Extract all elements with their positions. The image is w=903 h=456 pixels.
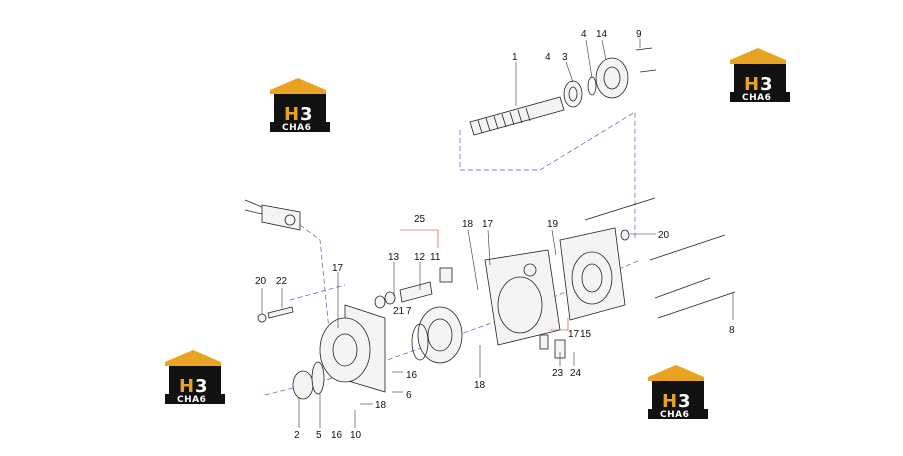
svg-text:H: H bbox=[662, 391, 677, 412]
electrical-connector bbox=[244, 199, 301, 231]
callout-number: 19 bbox=[547, 219, 559, 230]
callout-number: 7 bbox=[406, 306, 412, 317]
callout-number: 14 bbox=[596, 29, 608, 40]
cover-flange bbox=[595, 57, 629, 99]
callout-number: 1 bbox=[512, 52, 518, 63]
callout-number: 17 bbox=[568, 329, 580, 340]
leader-line bbox=[585, 39, 593, 79]
callout-number: 23 bbox=[552, 368, 564, 379]
screw bbox=[639, 69, 657, 73]
callout-number: 20 bbox=[255, 276, 267, 287]
leader-bracket bbox=[400, 229, 439, 248]
bearing bbox=[563, 80, 583, 108]
callout-number: 13 bbox=[388, 252, 400, 263]
callout-number: 20 bbox=[658, 230, 670, 241]
rear-end-flange bbox=[559, 227, 626, 321]
svg-text:CHA6: CHA6 bbox=[742, 93, 771, 103]
cover-flange-bore bbox=[603, 66, 621, 90]
callout-number: 3 bbox=[562, 52, 568, 63]
leader-line bbox=[551, 229, 557, 256]
callout-number: 11 bbox=[430, 252, 441, 263]
callout-number: 17 bbox=[332, 263, 344, 274]
callout-number: 4 bbox=[545, 52, 551, 63]
tie-bolts bbox=[584, 197, 736, 319]
callout-number: 16 bbox=[331, 430, 343, 441]
assembly-guide-line bbox=[299, 224, 331, 341]
callout-number: 21 bbox=[393, 306, 405, 317]
svg-text:H: H bbox=[179, 376, 194, 397]
main-housing bbox=[484, 249, 561, 346]
callout-number: 24 bbox=[570, 368, 582, 379]
callout-number: 16 bbox=[406, 370, 418, 381]
callout-number: 8 bbox=[729, 325, 735, 336]
input-shaft bbox=[292, 361, 325, 400]
callout-number: 6 bbox=[406, 390, 412, 401]
leader-bracket bbox=[550, 318, 569, 331]
svg-text:H: H bbox=[744, 74, 759, 95]
callout-number: 15 bbox=[580, 329, 592, 340]
svg-text:3: 3 bbox=[195, 376, 208, 397]
callout-number: 12 bbox=[414, 252, 426, 263]
svg-text:H: H bbox=[284, 104, 299, 125]
callout-number: 4 bbox=[581, 29, 587, 40]
callout-number: 17 bbox=[482, 219, 494, 230]
plug-fitting bbox=[620, 229, 630, 241]
screw bbox=[635, 47, 653, 51]
assembly-guide-line bbox=[289, 284, 346, 301]
svg-text:CHA6: CHA6 bbox=[282, 123, 311, 133]
logo-watermark: H 3 CHA6 bbox=[165, 350, 225, 405]
logo-watermark: H 3 CHA6 bbox=[270, 78, 330, 133]
bracket bbox=[539, 334, 549, 350]
callout-number: 25 bbox=[414, 214, 426, 225]
drive-shaft bbox=[469, 96, 565, 136]
cylinder-block bbox=[411, 306, 463, 364]
callout-number: 10 bbox=[350, 430, 362, 441]
callout-number: 18 bbox=[474, 380, 486, 391]
leader-line bbox=[601, 39, 607, 61]
assembly-guide-line bbox=[459, 111, 636, 240]
pin-with-washer bbox=[257, 306, 294, 323]
logo-watermark: H 3 CHA6 bbox=[648, 365, 708, 420]
callout-number: 22 bbox=[276, 276, 288, 287]
svg-text:3: 3 bbox=[760, 74, 773, 95]
leader-line bbox=[467, 229, 479, 291]
svg-text:CHA6: CHA6 bbox=[177, 395, 206, 405]
callout-number: 5 bbox=[316, 430, 322, 441]
callout-number: 18 bbox=[462, 219, 474, 230]
leader-line bbox=[565, 61, 574, 83]
bearing-inner bbox=[568, 86, 578, 102]
svg-text:CHA6: CHA6 bbox=[660, 410, 689, 420]
svg-text:3: 3 bbox=[300, 104, 313, 125]
logo-watermark: H 3 CHA6 bbox=[730, 48, 790, 103]
callout-number: 18 bbox=[375, 400, 387, 411]
leader-line bbox=[487, 229, 491, 266]
front-housing bbox=[319, 304, 386, 393]
svg-text:3: 3 bbox=[678, 391, 691, 412]
callout-number: 2 bbox=[294, 430, 300, 441]
callout-number: 9 bbox=[636, 29, 642, 40]
plunger-assembly bbox=[374, 267, 453, 309]
retaining-ring bbox=[587, 76, 597, 96]
